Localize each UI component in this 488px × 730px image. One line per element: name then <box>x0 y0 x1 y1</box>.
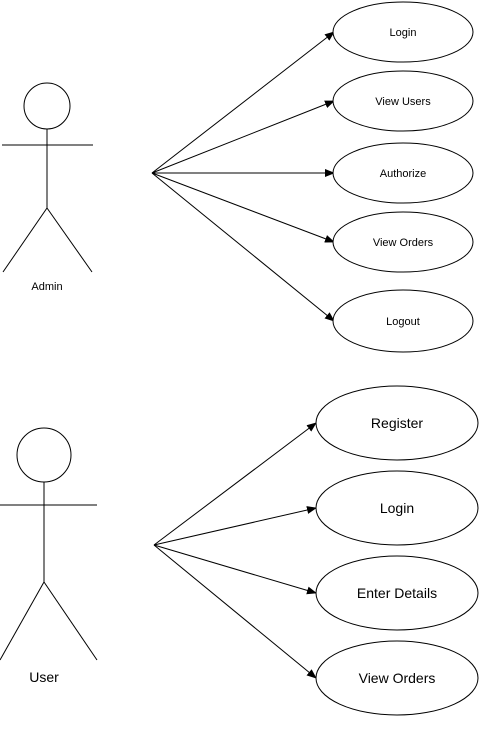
actor-user-leg-left <box>0 581 45 661</box>
actor-admin-leg-left <box>2 207 48 273</box>
actor-user-leg-right <box>43 581 98 661</box>
association-user-login <box>153 506 317 546</box>
use-case-label: Authorize <box>380 168 426 180</box>
actor-user: User <box>0 427 98 685</box>
association-user-view-orders <box>153 544 317 679</box>
actor-admin-head <box>23 82 71 130</box>
use-case-admin-authorize: Authorize <box>332 142 474 204</box>
actor-user-label: User <box>29 669 59 685</box>
actor-user-head <box>16 427 72 483</box>
association-admin-view-orders <box>151 172 335 243</box>
use-case-label: Logout <box>386 316 420 328</box>
association-user-enter-details <box>153 544 317 595</box>
use-case-label: View Orders <box>373 237 434 249</box>
actor-admin-leg-right <box>46 207 93 273</box>
association-user-register <box>153 422 317 546</box>
use-case-label: Register <box>371 415 423 431</box>
actor-admin-label: Admin <box>31 281 62 293</box>
use-case-label: Login <box>390 27 417 39</box>
use-case-admin-login: Login <box>332 1 474 63</box>
use-case-label: Enter Details <box>357 585 437 601</box>
use-case-admin-view-orders: View Orders <box>332 211 474 273</box>
actor-admin: Admin <box>2 82 93 293</box>
use-case-admin-logout: Logout <box>332 289 474 353</box>
use-case-label: View Orders <box>359 670 436 686</box>
use-case-admin-view-users: View Users <box>332 70 474 132</box>
user-associations <box>153 422 317 679</box>
use-case-label: Login <box>380 500 414 516</box>
association-admin-logout <box>151 172 335 322</box>
use-case-label: View Users <box>375 96 431 108</box>
use-case-user-enter-details: Enter Details <box>315 555 479 631</box>
use-case-user-register: Register <box>315 385 479 461</box>
use-case-user-login: Login <box>315 470 479 546</box>
association-admin-view-users <box>151 100 335 174</box>
admin-associations <box>151 31 335 322</box>
use-case-user-view-orders: View Orders <box>315 640 479 716</box>
association-admin-login <box>151 31 335 174</box>
